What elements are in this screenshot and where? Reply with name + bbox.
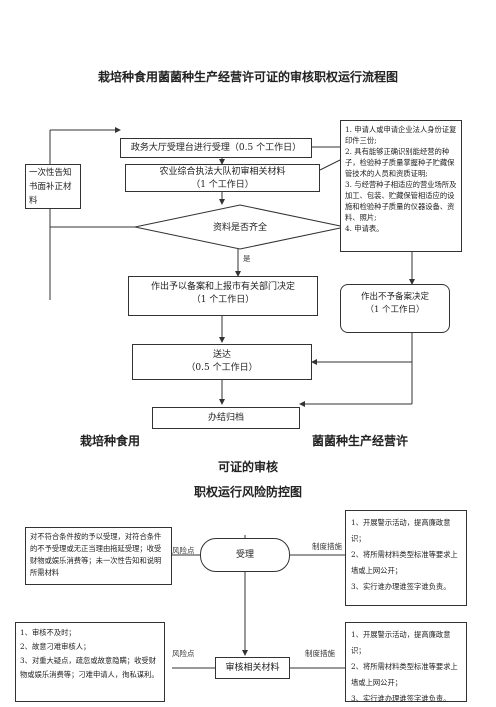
review-text: 农业综合执法大队初审相关材料 bbox=[159, 167, 286, 177]
accept-box: 政务大厅受理台进行受理（0.5 个工作日） bbox=[120, 138, 312, 158]
report-days: （1 个工作日） bbox=[191, 295, 255, 305]
risk-item: 2、故意刁难审核人； bbox=[20, 642, 91, 651]
decision-text: 资料是否齐全 bbox=[212, 223, 267, 233]
risk-item: 3、对重大疑点，疏忽或故意隐瞒；收受财物或娱乐消费等；刁难申请人，徇私谋利。 bbox=[20, 656, 159, 679]
requirement-item: 3. 与经营种子相适应的营业场所及加工、包装、贮藏保管相适应的设施和检验种子质量… bbox=[345, 180, 457, 222]
measure-item: 1、开展警示活动，提高廉政意识； bbox=[351, 630, 451, 655]
yes-label: 是 bbox=[243, 254, 251, 263]
risk-item: 1、审核不及时； bbox=[20, 628, 76, 637]
requirements-note: 1. 申请人或申请企业法人身份证复印件三份; 2. 具有能够正确识别能经营的种子… bbox=[340, 120, 462, 252]
requirement-item: 1. 申请人或申请企业法人身份证复印件三份; bbox=[345, 125, 457, 145]
deliver-text: 送达 bbox=[212, 350, 231, 360]
requirement-item: 2. 具有能够正确识别能经营的种子，检验种子质量掌握种子贮藏保管技术的人员和资质… bbox=[345, 147, 455, 178]
review-days: （1 个工作日） bbox=[191, 180, 254, 190]
report-box: 作出予以备案和上报市有关部门决定 （1 个工作日） bbox=[128, 276, 318, 316]
risk-title-line3: 职权运行风险防控图 bbox=[193, 485, 302, 499]
deliver-box: 送达 （0.5 个工作日） bbox=[132, 344, 312, 380]
risk-title-part2: 菌菌种生产经营许 bbox=[312, 434, 409, 448]
risk-point-2: 1、审核不及时； 2、故意刁难审核人； 3、对重大疑点，疏忽或故意隐瞒；收受财物… bbox=[15, 622, 165, 702]
risk-point-label-1: 风险点 bbox=[172, 546, 195, 555]
risk-title-part1: 栽培种食用 bbox=[80, 434, 141, 448]
review-box: 农业综合执法大队初审相关材料 （1 个工作日） bbox=[125, 164, 320, 192]
measures-2: 1、开展警示活动，提高廉政意识； 2、将所需材料类型标准等要求上墙或上网公开； … bbox=[345, 622, 467, 703]
measure-item: 3、实行谁办理谁签字谁负责。 bbox=[351, 582, 451, 591]
measure-item: 1、开展警示活动，提高廉政意识； bbox=[351, 518, 451, 543]
report-text: 作出予以备案和上报市有关部门决定 bbox=[150, 282, 295, 292]
measure-item: 2、将所需材料类型标准等要求上墙或上网公开； bbox=[351, 662, 458, 687]
measure-label-1: 制度措施 bbox=[312, 542, 342, 551]
archive-box: 办结归档 bbox=[152, 407, 300, 429]
deliver-days: （0.5 个工作日） bbox=[186, 363, 258, 373]
reject-box: 作出不予备案决定 （1 个工作日） bbox=[340, 284, 450, 333]
requirement-item: 4. 申请表。 bbox=[345, 224, 384, 233]
risk-point-label-2: 风险点 bbox=[172, 649, 195, 658]
left-note-box: 一次性告知书面补正材料 bbox=[25, 164, 81, 209]
reject-days: （1 个工作日） bbox=[365, 305, 425, 315]
node-accept: 受理 bbox=[200, 538, 290, 572]
risk-title-line2: 可证的审核 bbox=[217, 460, 278, 474]
risk-point-1: 对不符合条件按的予以受理，对符合条件的不予受理或无正当理由拖延受理；收受财物或娱… bbox=[25, 527, 172, 585]
measure-item: 3、实行谁办理谁签字谁负责。 bbox=[351, 694, 451, 703]
flow-title: 栽培种食用菌菌种生产经营许可证的审核职权运行流程图 bbox=[97, 70, 398, 84]
reject-text: 作出不予备案决定 bbox=[360, 292, 429, 302]
measure-item: 2、将所需材料类型标准等要求上墙或上网公开； bbox=[351, 550, 458, 575]
node-review: 审核相关材料 bbox=[215, 657, 290, 679]
measures-1: 1、开展警示活动，提高廉政意识； 2、将所需材料类型标准等要求上墙或上网公开； … bbox=[345, 510, 467, 606]
measure-label-2: 制度措施 bbox=[305, 649, 335, 658]
